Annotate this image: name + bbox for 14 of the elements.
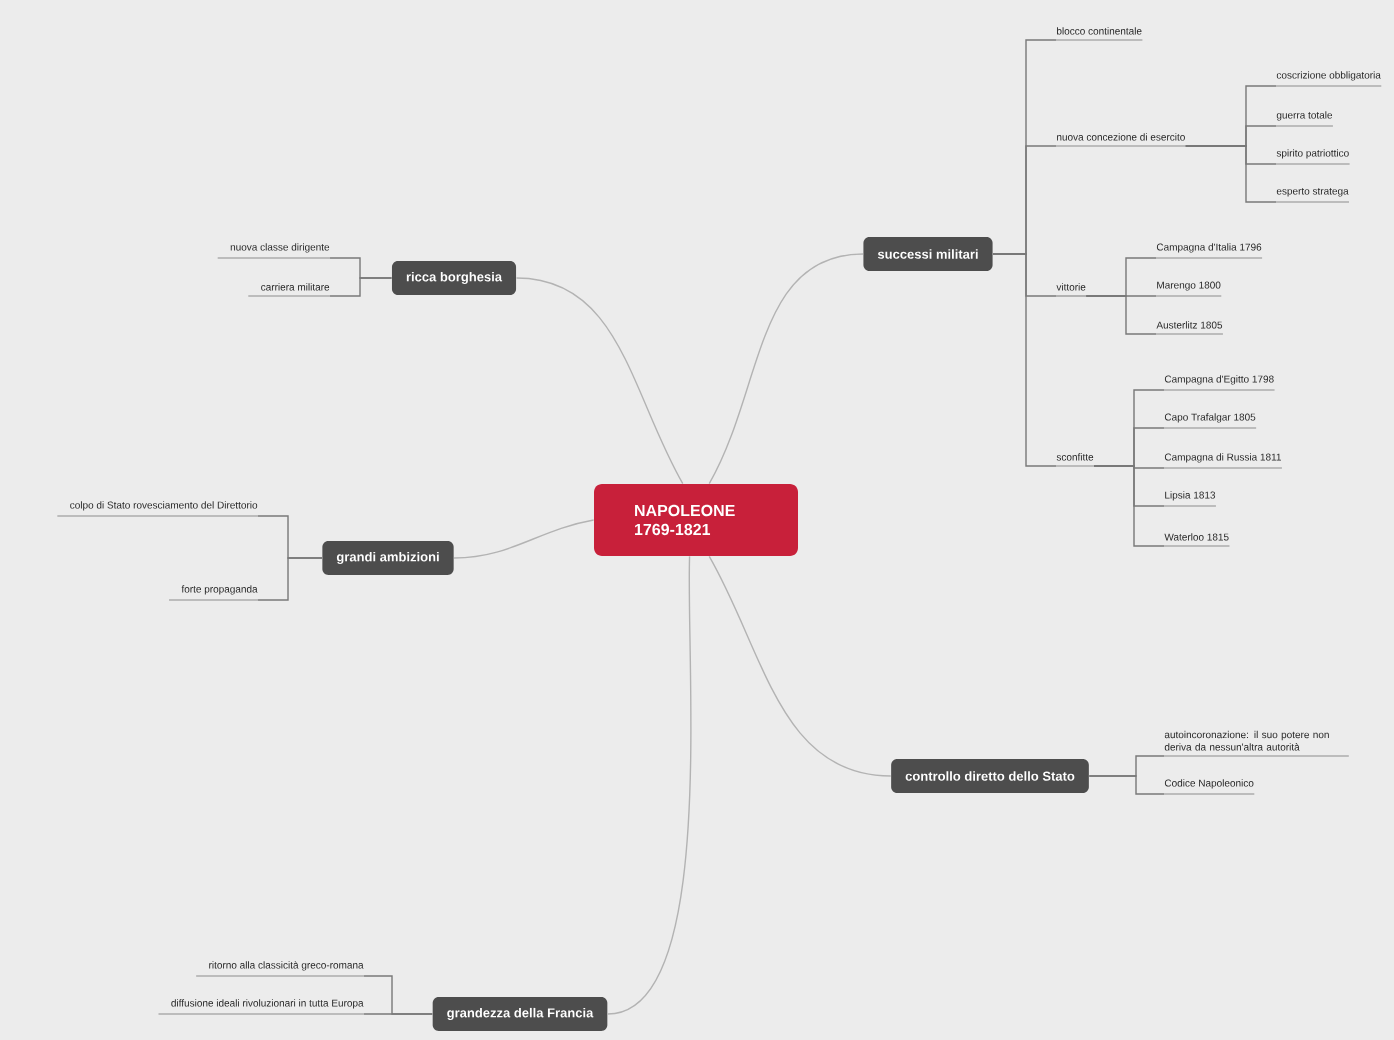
central-topic-box: NAPOLEONE 1769-1821 bbox=[594, 484, 798, 556]
connector-line bbox=[515, 277, 684, 485]
connector-line bbox=[1093, 465, 1165, 547]
connector-line bbox=[1085, 295, 1157, 335]
connector-line bbox=[1185, 145, 1277, 203]
connector-line bbox=[607, 555, 692, 1015]
connector-line bbox=[708, 555, 892, 777]
connector-line bbox=[708, 253, 864, 485]
connector-line bbox=[257, 557, 323, 601]
connector-line bbox=[329, 277, 393, 297]
connector-line bbox=[363, 1013, 433, 1015]
connector-line bbox=[992, 253, 1057, 467]
connector-line bbox=[453, 519, 595, 559]
connector-line bbox=[1088, 775, 1165, 795]
